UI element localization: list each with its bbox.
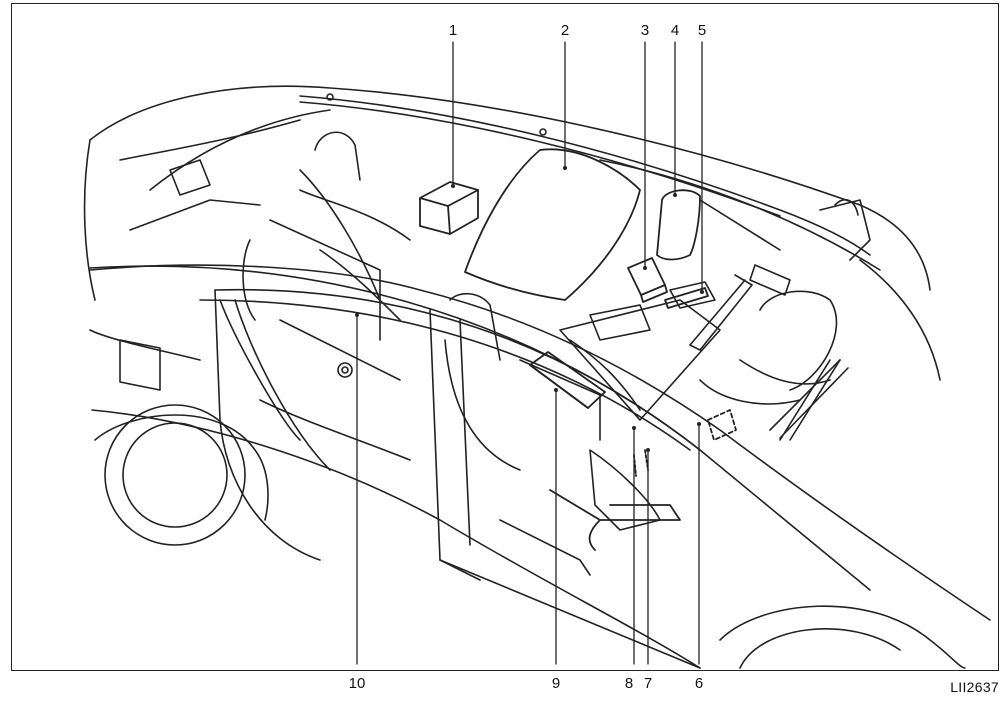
- reference-code: LII2637: [950, 679, 999, 695]
- component-3-square: [627, 257, 666, 296]
- car-body: [83, 85, 991, 669]
- callout-numbers: 1 2 3 4 5 6 7 8 9 10: [349, 22, 707, 692]
- airbag-components: [419, 148, 737, 551]
- callout-3: 3: [641, 22, 649, 39]
- component-5-bracket: [664, 287, 709, 309]
- callout-8: 8: [625, 675, 633, 692]
- callout-5: 5: [698, 22, 706, 39]
- component-1-module: [419, 181, 479, 235]
- callout-1: 1: [449, 22, 457, 39]
- callout-10: 10: [349, 675, 366, 692]
- leader-dots: [355, 166, 704, 452]
- leader-lines: [356, 41, 703, 665]
- rear-seats: [219, 131, 411, 471]
- door-frame: [89, 265, 871, 669]
- front-seats: [444, 290, 838, 576]
- component-2-panel: [464, 148, 641, 301]
- callout-6: 6: [695, 675, 703, 692]
- callout-7: 7: [644, 675, 652, 692]
- callout-9: 9: [552, 675, 560, 692]
- component-6-dashed: [707, 409, 737, 441]
- callout-2: 2: [561, 22, 569, 39]
- diagram-frame: [11, 3, 999, 671]
- dashboard: [599, 159, 881, 439]
- component-4-panel: [656, 189, 701, 261]
- callout-4: 4: [671, 22, 679, 39]
